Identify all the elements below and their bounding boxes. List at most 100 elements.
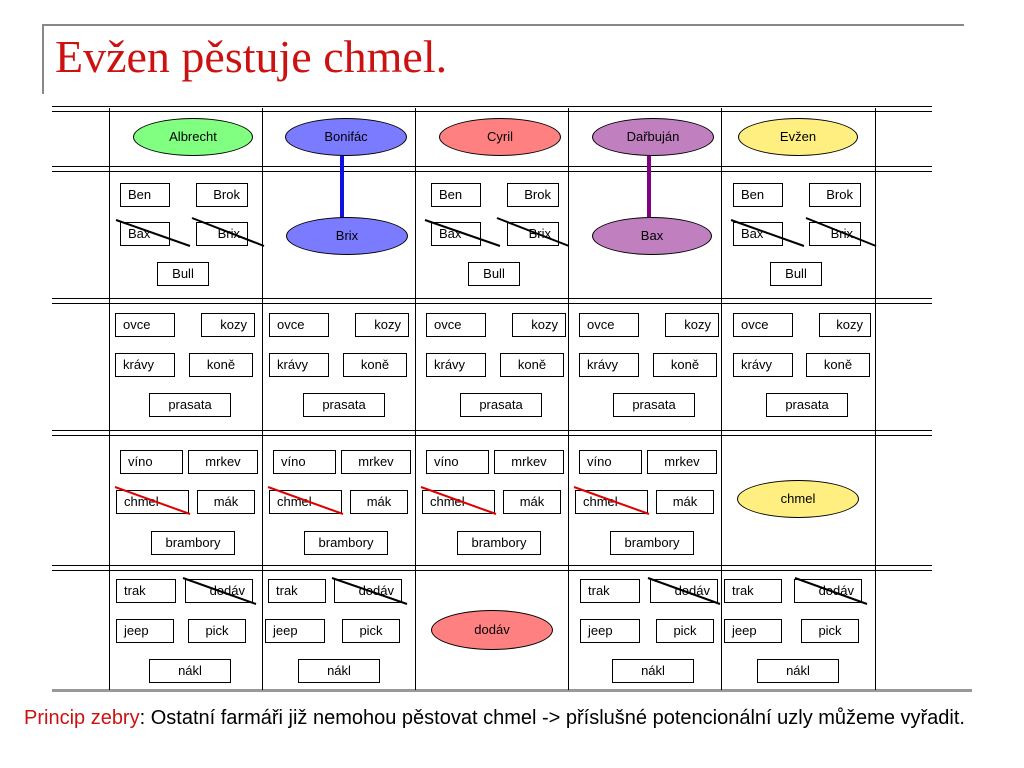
animal-kone: koně [806,353,870,377]
crop-chmel: chmel [575,490,648,514]
crop-mak: mák [197,490,255,514]
animal-kone: koně [343,353,407,377]
vehicle-pick: pick [342,619,400,643]
vehicle-nakl: nákl [298,659,380,683]
grid-divider [875,108,876,690]
vehicle-pick: pick [801,619,859,643]
farmer-albrecht: Albrecht [133,118,253,156]
grid-rule [52,430,932,436]
title-frame-left [42,24,44,94]
dog-bax: Bax [733,222,783,246]
farmer-evzen: Evžen [738,118,858,156]
dog-brok: Brok [196,183,248,207]
vehicle-trak: trak [268,579,326,603]
animal-kozy: kozy [355,313,409,337]
animal-kone: koně [653,353,717,377]
grid-rule [52,298,932,304]
animal-ovce: ovce [426,313,486,337]
animal-kozy: kozy [819,313,871,337]
crop-vino: víno [426,450,489,474]
farmer-bonifac: Bonifác [285,118,407,156]
animal-kravy: krávy [579,353,639,377]
dog-brok: Brok [507,183,559,207]
animal-prasata: prasata [766,393,848,417]
vehicle-pick: pick [656,619,714,643]
dog-ben: Ben [431,183,481,207]
animal-ovce: ovce [579,313,639,337]
grid-divider [415,108,416,690]
animal-kone: koně [189,353,253,377]
vehicle-dodav: dodáv [650,579,718,603]
crop-vino: víno [579,450,642,474]
footer-term: Princip zebry [24,707,140,729]
crop-brambory: brambory [457,531,541,555]
crop-mrkev: mrkev [188,450,258,474]
dog-bull: Bull [770,262,822,286]
animal-ovce: ovce [115,313,175,337]
animal-kravy: krávy [426,353,486,377]
darbujan-dog-bax: Bax [592,217,712,255]
dog-bull: Bull [468,262,520,286]
vehicle-dodav: dodáv [794,579,862,603]
darbujan-bax-link [647,156,651,219]
animal-kozy: kozy [201,313,255,337]
vehicle-jeep: jeep [724,619,782,643]
grid-bottom-rule [52,689,972,692]
animal-ovce: ovce [733,313,793,337]
animal-kozy: kozy [512,313,566,337]
dog-brok: Brok [809,183,861,207]
slide-title: Evžen pěstuje chmel. [55,31,448,82]
dog-bax: Bax [431,222,481,246]
title-frame-top [42,24,964,26]
animal-prasata: prasata [613,393,695,417]
vehicle-nakl: nákl [149,659,231,683]
vehicle-dodav: dodáv [334,579,402,603]
crop-mrkev: mrkev [494,450,564,474]
grid-rule [52,565,932,571]
vehicle-trak: trak [724,579,782,603]
crop-brambory: brambory [610,531,694,555]
grid-divider [262,108,263,690]
crop-chmel: chmel [269,490,342,514]
crop-mrkev: mrkev [341,450,411,474]
dog-bull: Bull [157,262,209,286]
animal-prasata: prasata [149,393,231,417]
animal-ovce: ovce [269,313,329,337]
animal-kozy: kozy [665,313,719,337]
grid-divider [568,108,569,690]
animal-kravy: krávy [115,353,175,377]
vehicle-nakl: nákl [757,659,839,683]
crop-mak: mák [503,490,561,514]
crop-brambory: brambory [304,531,388,555]
vehicle-pick: pick [188,619,246,643]
grid-rule [52,106,932,112]
dog-ben: Ben [120,183,170,207]
bonifac-brix-link [340,156,344,219]
farmer-darbujan: Dařbuján [592,118,714,156]
crop-chmel: chmel [422,490,495,514]
dog-brix: Brix [507,222,559,246]
crop-brambory: brambory [151,531,235,555]
crop-mak: mák [350,490,408,514]
crop-chmel: chmel [116,490,189,514]
vehicle-jeep: jeep [116,619,174,643]
bonifac-dog-brix: Brix [286,217,408,255]
footer-note: Princip zebry: Ostatní farmáři již nemoh… [24,703,1004,733]
dog-ben: Ben [733,183,783,207]
crop-mak: mák [656,490,714,514]
animal-kravy: krávy [733,353,793,377]
dog-bax: Bax [120,222,170,246]
vehicle-trak: trak [116,579,176,603]
vehicle-dodav: dodáv [185,579,253,603]
vehicle-nakl: nákl [612,659,694,683]
cyril-vehicle-dodav: dodáv [431,610,553,650]
dog-brix: Brix [196,222,248,246]
vehicle-jeep: jeep [265,619,325,643]
farmer-cyril: Cyril [439,118,561,156]
grid-rule [52,166,932,172]
crop-vino: víno [273,450,336,474]
evzen-crop-chmel: chmel [737,480,859,518]
vehicle-jeep: jeep [580,619,640,643]
animal-prasata: prasata [460,393,542,417]
